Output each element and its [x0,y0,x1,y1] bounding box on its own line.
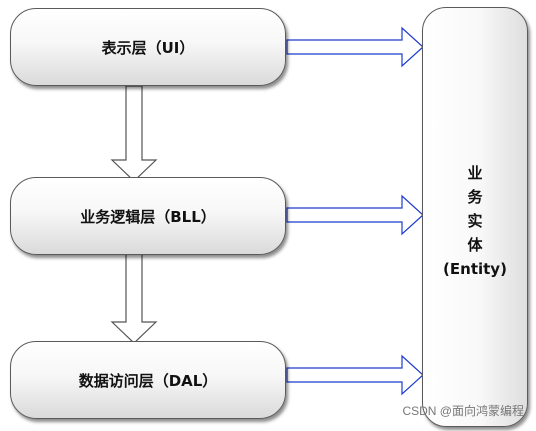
presentation-layer-box: 表示层（UI） [10,8,286,86]
data-access-layer-box: 数据访问层（DAL） [10,341,286,419]
entity-char-2: 务 [467,188,483,206]
watermark-text: CSDN @面向鸿蒙编程 [402,404,524,418]
entity-subtitle: (Entity) [443,260,507,278]
business-entity-box: 业 务 实 体 (Entity) [422,7,528,427]
entity-char-4: 体 [467,236,483,254]
arrow-down-bll-to-dal [110,253,158,344]
arrow-down-ui-to-bll [110,85,158,182]
arrow-right-bll-to-entity [286,194,424,236]
data-access-layer-label: 数据访问层（DAL） [78,371,218,390]
arrow-right-dal-to-entity [286,354,424,396]
entity-char-1: 业 [467,164,483,182]
presentation-layer-label: 表示层（UI） [101,38,195,57]
arrow-right-ui-to-entity [286,26,424,68]
business-logic-layer-box: 业务逻辑层（BLL） [10,177,286,255]
entity-char-3: 实 [467,212,483,230]
business-logic-layer-label: 业务逻辑层（BLL） [80,207,216,226]
